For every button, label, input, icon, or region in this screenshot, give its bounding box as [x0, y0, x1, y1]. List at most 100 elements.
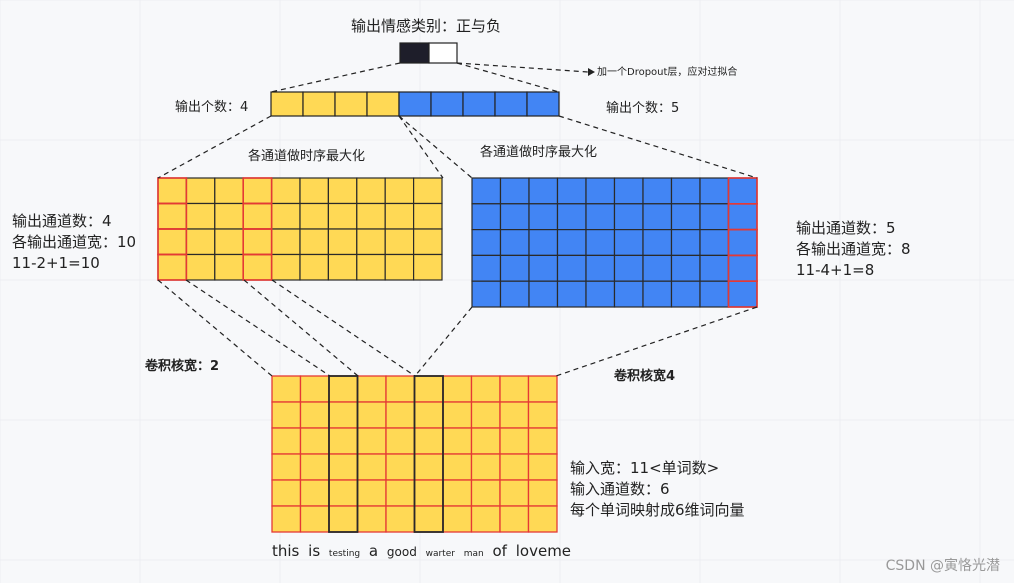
- right-conv-cell: [585, 254, 616, 282]
- input-cell: [527, 479, 558, 507]
- input-cell: [271, 427, 302, 455]
- input-cell: [527, 505, 558, 533]
- left-conv-cell: [242, 202, 273, 230]
- left-conv-cell: [157, 228, 187, 256]
- input-cell: [470, 375, 501, 403]
- left-conv-cell: [299, 177, 329, 205]
- input-cell: [356, 427, 387, 455]
- input-desc-line: 每个单词映射成6维词向量: [570, 501, 745, 519]
- right-conv-cell: [727, 229, 758, 257]
- left-conv-cell: [157, 253, 187, 281]
- left-conv-cell: [214, 177, 244, 205]
- right-conv-cell: [499, 280, 530, 308]
- input-cell: [470, 505, 501, 533]
- right-conv-cell: [556, 203, 587, 231]
- left-conv-cell: [242, 177, 273, 205]
- input-sentence: this is testing a good warter man of lov…: [272, 542, 575, 560]
- left-conv-cell: [413, 177, 443, 205]
- input-cell: [271, 479, 302, 507]
- word: this: [272, 542, 300, 560]
- right-conv-cell: [528, 229, 559, 257]
- input-cell: [299, 427, 330, 455]
- right-conv-cell: [613, 254, 644, 282]
- right-conv-line: 11-4+1=8: [796, 261, 875, 279]
- right-conv-cell: [585, 177, 616, 205]
- right-conv-cell: [699, 229, 730, 257]
- pooled-blue-cell: [526, 91, 560, 117]
- input-cell: [328, 401, 359, 429]
- input-cell: [413, 479, 444, 507]
- input-cell: [385, 479, 416, 507]
- input-cell: [499, 505, 530, 533]
- right-conv-cell: [471, 177, 502, 205]
- right-conv-cell: [528, 203, 559, 231]
- input-cell: [470, 427, 501, 455]
- right-conv-cell: [585, 203, 616, 231]
- left-conv-cell: [356, 228, 386, 256]
- input-cell: [328, 453, 359, 481]
- left-conv-cell: [185, 177, 216, 205]
- input-cell: [328, 479, 359, 507]
- left-conv-cell: [214, 228, 244, 256]
- input-cell: [385, 427, 416, 455]
- pooled-yellow-cell: [366, 91, 400, 117]
- right-conv-cell: [670, 229, 701, 257]
- right-conv-cell: [613, 229, 644, 257]
- right-conv-cell: [670, 280, 701, 308]
- kernel-connector: [157, 279, 273, 377]
- right-conv-cell: [727, 203, 758, 231]
- right-conv-cell: [499, 177, 530, 205]
- right-conv-cell: [556, 254, 587, 282]
- right-conv-cell: [528, 177, 559, 205]
- right-conv-cell: [613, 203, 644, 231]
- right-conv-desc: 输出通道数：5 各输出通道宽：8 11-4+1=8: [796, 218, 911, 281]
- input-cell: [499, 401, 530, 429]
- input-cell: [413, 453, 444, 481]
- input-cell: [328, 427, 359, 455]
- left-conv-cell: [271, 202, 301, 230]
- input-desc-line: 输入通道数：6: [570, 480, 670, 498]
- right-conv-cell: [471, 229, 502, 257]
- left-conv-line: 输出通道数：4: [12, 212, 112, 230]
- right-conv-cell: [471, 203, 502, 231]
- left-conv-cell: [384, 202, 415, 230]
- input-cell: [356, 505, 387, 533]
- pooled-yellow-cell: [270, 91, 304, 117]
- input-cell: [299, 375, 330, 403]
- input-cell: [527, 375, 558, 403]
- input-cell: [442, 375, 473, 403]
- left-conv-cell: [185, 228, 216, 256]
- kernel-width-right: 卷积核宽4: [614, 369, 676, 384]
- left-conv-cell: [299, 202, 329, 230]
- dropout-connector: [456, 62, 589, 73]
- input-cell: [499, 375, 530, 403]
- input-cell: [271, 401, 302, 429]
- input-cell: [470, 401, 501, 429]
- left-conv-cell: [185, 253, 216, 281]
- output-count-right: 输出个数：5: [606, 101, 680, 116]
- left-conv-cell: [356, 253, 386, 281]
- input-cell: [499, 453, 530, 481]
- right-conv-cell: [699, 254, 730, 282]
- pool-connector: [157, 115, 272, 179]
- right-conv-line: 输出通道数：5: [796, 219, 896, 237]
- right-conv-cell: [556, 229, 587, 257]
- pool-label-right: 各通道做时序最大化: [480, 145, 598, 160]
- input-cell: [499, 427, 530, 455]
- input-cell: [413, 505, 444, 533]
- input-cell: [385, 401, 416, 429]
- kernel-width-left: 卷积核宽：2: [145, 359, 220, 374]
- left-conv-cell: [271, 177, 301, 205]
- left-conv-cell: [413, 202, 443, 230]
- input-cell: [356, 453, 387, 481]
- left-conv-cell: [157, 202, 187, 230]
- left-conv-cell: [327, 177, 358, 205]
- input-cell: [413, 401, 444, 429]
- left-conv-cell: [327, 253, 358, 281]
- input-cell: [299, 401, 330, 429]
- right-conv-cell: [585, 229, 616, 257]
- right-conv-cell: [499, 203, 530, 231]
- right-conv-cell: [556, 177, 587, 205]
- pooled-blue-cell: [398, 91, 432, 117]
